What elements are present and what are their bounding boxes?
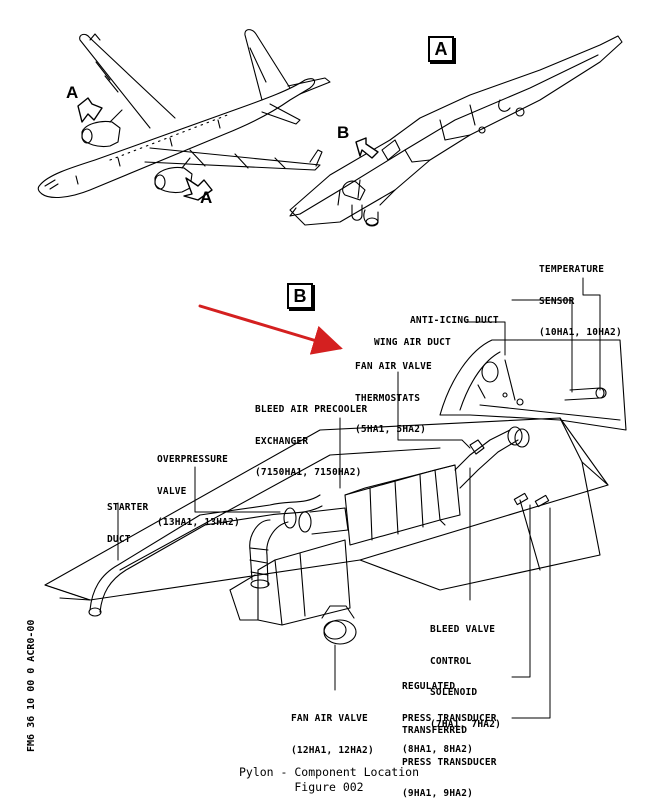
callout-overpressure-valve: OVERPRESSURE VALVE (13HA1, 13HA2) [157,454,240,528]
callout-starter-duct: STARTER DUCT [107,502,149,545]
arrow-a-lower [183,177,213,201]
caption-title: Pylon - Component Location [238,765,419,779]
callout-wing-air-duct: WING AIR DUCT [374,337,451,348]
arrow-b-label: B [337,123,350,142]
red-pointer-arrow [198,304,343,355]
figure-caption: Pylon - Component Location Figure 002 [0,765,658,795]
callout-anti-icing-duct: ANTI-ICING DUCT [410,315,499,326]
callout-regulated-press-transducer: REGULATED PRESS TRANSDUCER (8HA1, 8HA2) [402,681,497,755]
arrow-a-lower-label: A [200,188,213,207]
view-label-a-box: A [428,36,454,62]
detail-b-illustration [44,339,627,645]
callout-bleed-air-precooler-exchanger: BLEED AIR PRECOOLER EXCHANGER (7150HA1, … [255,404,368,478]
pylon-overview-illustration [289,35,623,227]
arrow-a-upper-label: A [66,83,79,102]
arrow-a-upper [77,97,103,123]
view-label-b-box: B [287,283,313,309]
document-code: FM6 36 10 00 0 ACR0-00 [26,619,37,752]
callout-fan-air-valve: FAN AIR VALVE (12HA1, 12HA2) [291,713,374,756]
caption-figure-number: Figure 002 [294,780,364,794]
leader-lines [117,277,601,719]
callout-bleed-valve-control-solenoid: BLEED VALVE CONTROL SOLENOID (7HA1, 7HA2… [430,624,502,730]
callout-fan-air-valve-thermostats: FAN AIR VALVE THERMOSTATS (5HA1, 5HA2) [355,361,432,435]
arrow-b [355,137,379,159]
callout-temperature-sensor: TEMPERATURE SENSOR (10HA1, 10HA2) [539,264,622,338]
aircraft-illustration [37,29,331,199]
callout-transferred-press-transducer: TRANSFERRED PRESS TRANSDUCER (9HA1, 9HA2… [402,725,497,799]
